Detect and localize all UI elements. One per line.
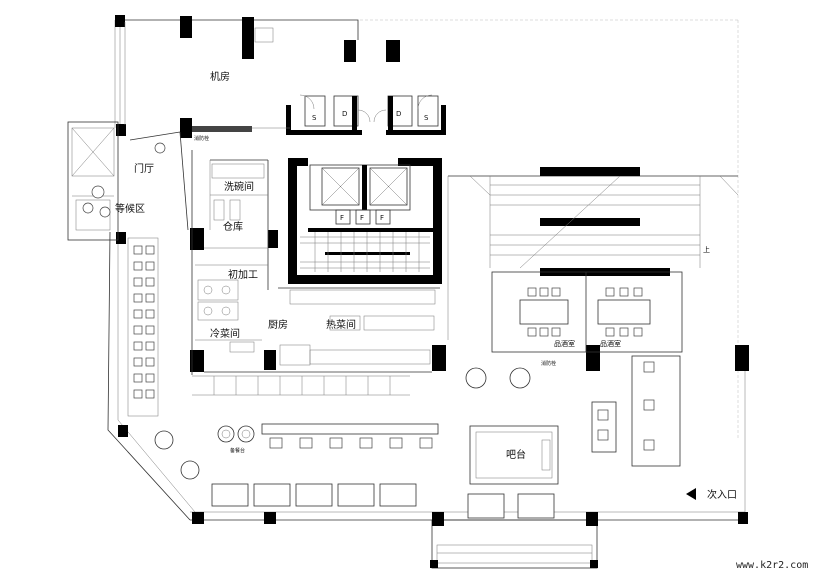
shaft-label-d2: D bbox=[396, 110, 401, 118]
shaft-label-d1: D bbox=[342, 110, 347, 118]
structural-columns bbox=[115, 15, 749, 568]
wine-room-label-2: 品酒室 bbox=[600, 339, 621, 348]
storage-label: 仓库 bbox=[223, 220, 243, 233]
shaft-label-s2: S bbox=[424, 114, 429, 122]
building-outline bbox=[107, 19, 746, 569]
kitchen-label: 厨房 bbox=[268, 318, 288, 331]
wine-room-label-1: 品酒室 bbox=[554, 339, 575, 348]
service-shafts: S D D S bbox=[286, 94, 446, 135]
fire-hydrant-label-2: 消防栓 bbox=[541, 360, 556, 367]
hot-kitchen-label: 热菜间 bbox=[326, 318, 356, 331]
building-core: F F F bbox=[288, 158, 442, 284]
prep-label: 初加工 bbox=[228, 268, 258, 281]
counter-seating bbox=[211, 423, 439, 507]
wine-rooms: 品酒室 品酒室 消防栓 bbox=[491, 271, 683, 367]
bar-label: 吧台 bbox=[506, 448, 526, 461]
bar-counter: 吧台 bbox=[469, 425, 559, 485]
secondary-entrance: 次入口 bbox=[686, 488, 737, 501]
main-stairs: 上 bbox=[447, 167, 739, 340]
entrance-arrow-icon bbox=[686, 488, 696, 500]
waiting-area-label: 等候区 bbox=[115, 202, 145, 215]
serving-station-label: 备餐台 bbox=[230, 447, 245, 454]
dining-seating-right bbox=[467, 355, 681, 519]
shaft-label-s1: S bbox=[312, 114, 317, 122]
cold-kitchen-label: 冷菜间 bbox=[210, 327, 240, 340]
machine-room: 机房 bbox=[124, 22, 290, 132]
dishwashing-label: 洗碗间 bbox=[224, 180, 254, 193]
elevator-label-1: F bbox=[340, 214, 344, 222]
kitchen-area: 洗碗间 仓库 初加工 冷菜间 厨房 热菜间 bbox=[191, 150, 440, 396]
elevator-label-2: F bbox=[360, 214, 364, 222]
secondary-entrance-label: 次入口 bbox=[707, 488, 737, 501]
watermark-text: www.k2r2.com bbox=[736, 560, 808, 571]
elevator-label-3: F bbox=[380, 214, 384, 222]
foyer-area: 门厅 等候区 消防栓 bbox=[67, 121, 209, 241]
serving-station: 备餐台 bbox=[217, 425, 255, 454]
dining-round-tables bbox=[154, 367, 531, 480]
stair-up-label: 上 bbox=[703, 245, 710, 254]
dining-seating-left bbox=[127, 237, 159, 417]
foyer-label: 门厅 bbox=[134, 162, 154, 175]
fire-hydrant-label-1: 消防栓 bbox=[194, 135, 209, 142]
machine-room-label: 机房 bbox=[210, 70, 230, 83]
